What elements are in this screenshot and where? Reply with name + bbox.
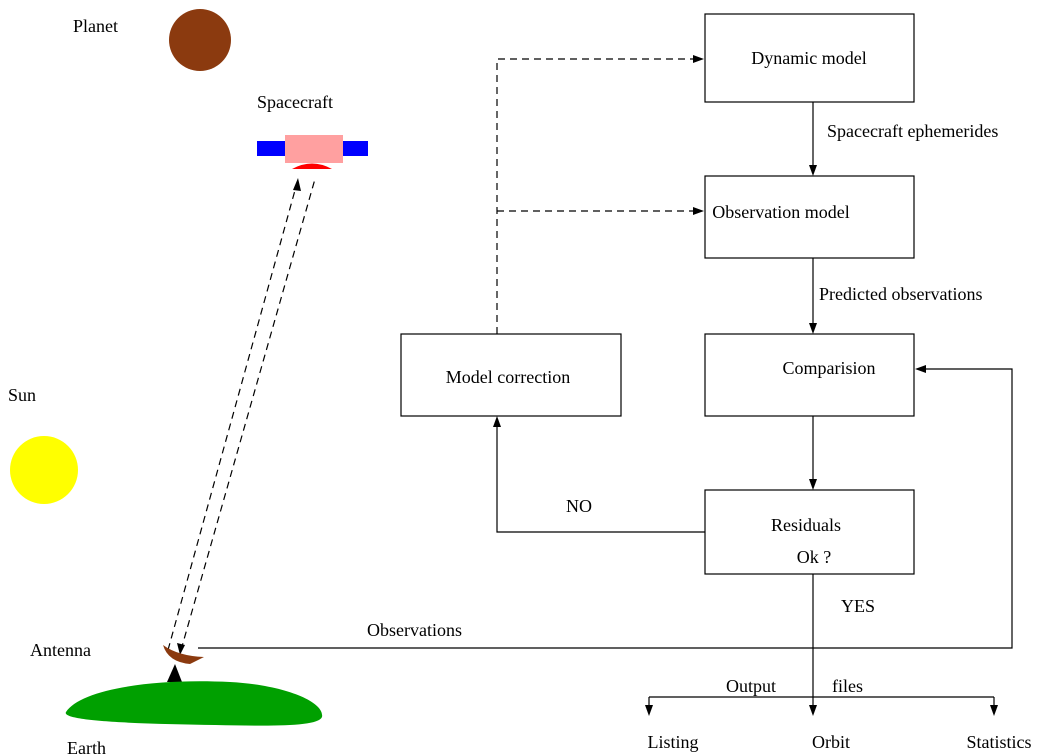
predicted-observations-label: Predicted observations bbox=[819, 284, 982, 304]
feedback-to-dynamic-arrowhead bbox=[693, 55, 704, 63]
downlink-arrowhead bbox=[177, 643, 185, 655]
output-label: Output bbox=[726, 676, 776, 696]
observations-arrowhead bbox=[915, 365, 926, 373]
yes-label: YES bbox=[841, 596, 875, 616]
dynamic-model-node bbox=[704, 13, 915, 103]
comparision-label: Comparision bbox=[783, 358, 876, 378]
statistics-arrowhead bbox=[990, 705, 998, 716]
spacecraft-dish-icon bbox=[292, 163, 332, 169]
listing-label: Listing bbox=[647, 732, 698, 752]
right-solar-panel bbox=[341, 141, 368, 156]
comparision-to-residuals-arrowhead bbox=[809, 479, 817, 490]
earth-label: Earth bbox=[67, 738, 106, 755]
residuals-label: Residuals bbox=[771, 515, 841, 535]
files-label: files bbox=[832, 676, 863, 696]
left-solar-panel bbox=[257, 141, 287, 156]
observation-model-node bbox=[704, 175, 915, 259]
ephemerides-arrowhead bbox=[809, 165, 817, 176]
feedback-to-dynamic-line bbox=[496, 58, 693, 334]
earth-icon bbox=[65, 681, 323, 726]
model-correction-node bbox=[400, 333, 622, 417]
uplink-line bbox=[167, 182, 298, 651]
orbit-arrowhead bbox=[809, 705, 817, 716]
no-branch-arrowhead bbox=[493, 416, 501, 427]
uplink-arrowhead bbox=[293, 178, 301, 191]
comparision-node bbox=[704, 333, 915, 417]
model-correction-label: Model correction bbox=[446, 367, 570, 387]
dynamic-model-label: Dynamic model bbox=[751, 48, 866, 68]
planet-label: Planet bbox=[73, 16, 118, 36]
planet-icon bbox=[169, 9, 231, 71]
sun-label: Sun bbox=[8, 385, 36, 405]
no-branch-arrow bbox=[496, 424, 705, 533]
correction-feedback bbox=[496, 55, 704, 334]
antenna-mast-icon bbox=[167, 664, 182, 682]
residuals-node bbox=[704, 489, 915, 575]
spacecraft-icon bbox=[257, 135, 368, 169]
residuals-ok-label: Ok ? bbox=[797, 547, 832, 567]
predicted-arrowhead bbox=[809, 323, 817, 334]
spacecraft-body bbox=[285, 135, 343, 163]
spacecraft-ephemerides-label: Spacecraft ephemerides bbox=[827, 121, 998, 141]
observations-line bbox=[198, 368, 1013, 649]
spacecraft-label: Spacecraft bbox=[257, 92, 333, 112]
orbit-label: Orbit bbox=[812, 732, 850, 752]
downlink-line bbox=[180, 178, 316, 651]
listing-arrowhead bbox=[645, 705, 653, 716]
statistics-label: Statistics bbox=[966, 732, 1031, 752]
antenna-label: Antenna bbox=[30, 640, 91, 660]
sun-icon bbox=[10, 436, 78, 504]
feedback-to-observation-arrowhead bbox=[693, 207, 704, 215]
antenna-dish-icon bbox=[163, 645, 204, 664]
observation-model-label: Observation model bbox=[712, 202, 849, 222]
observations-label: Observations bbox=[367, 620, 462, 640]
no-label: NO bbox=[566, 496, 592, 516]
radio-link bbox=[167, 178, 316, 655]
